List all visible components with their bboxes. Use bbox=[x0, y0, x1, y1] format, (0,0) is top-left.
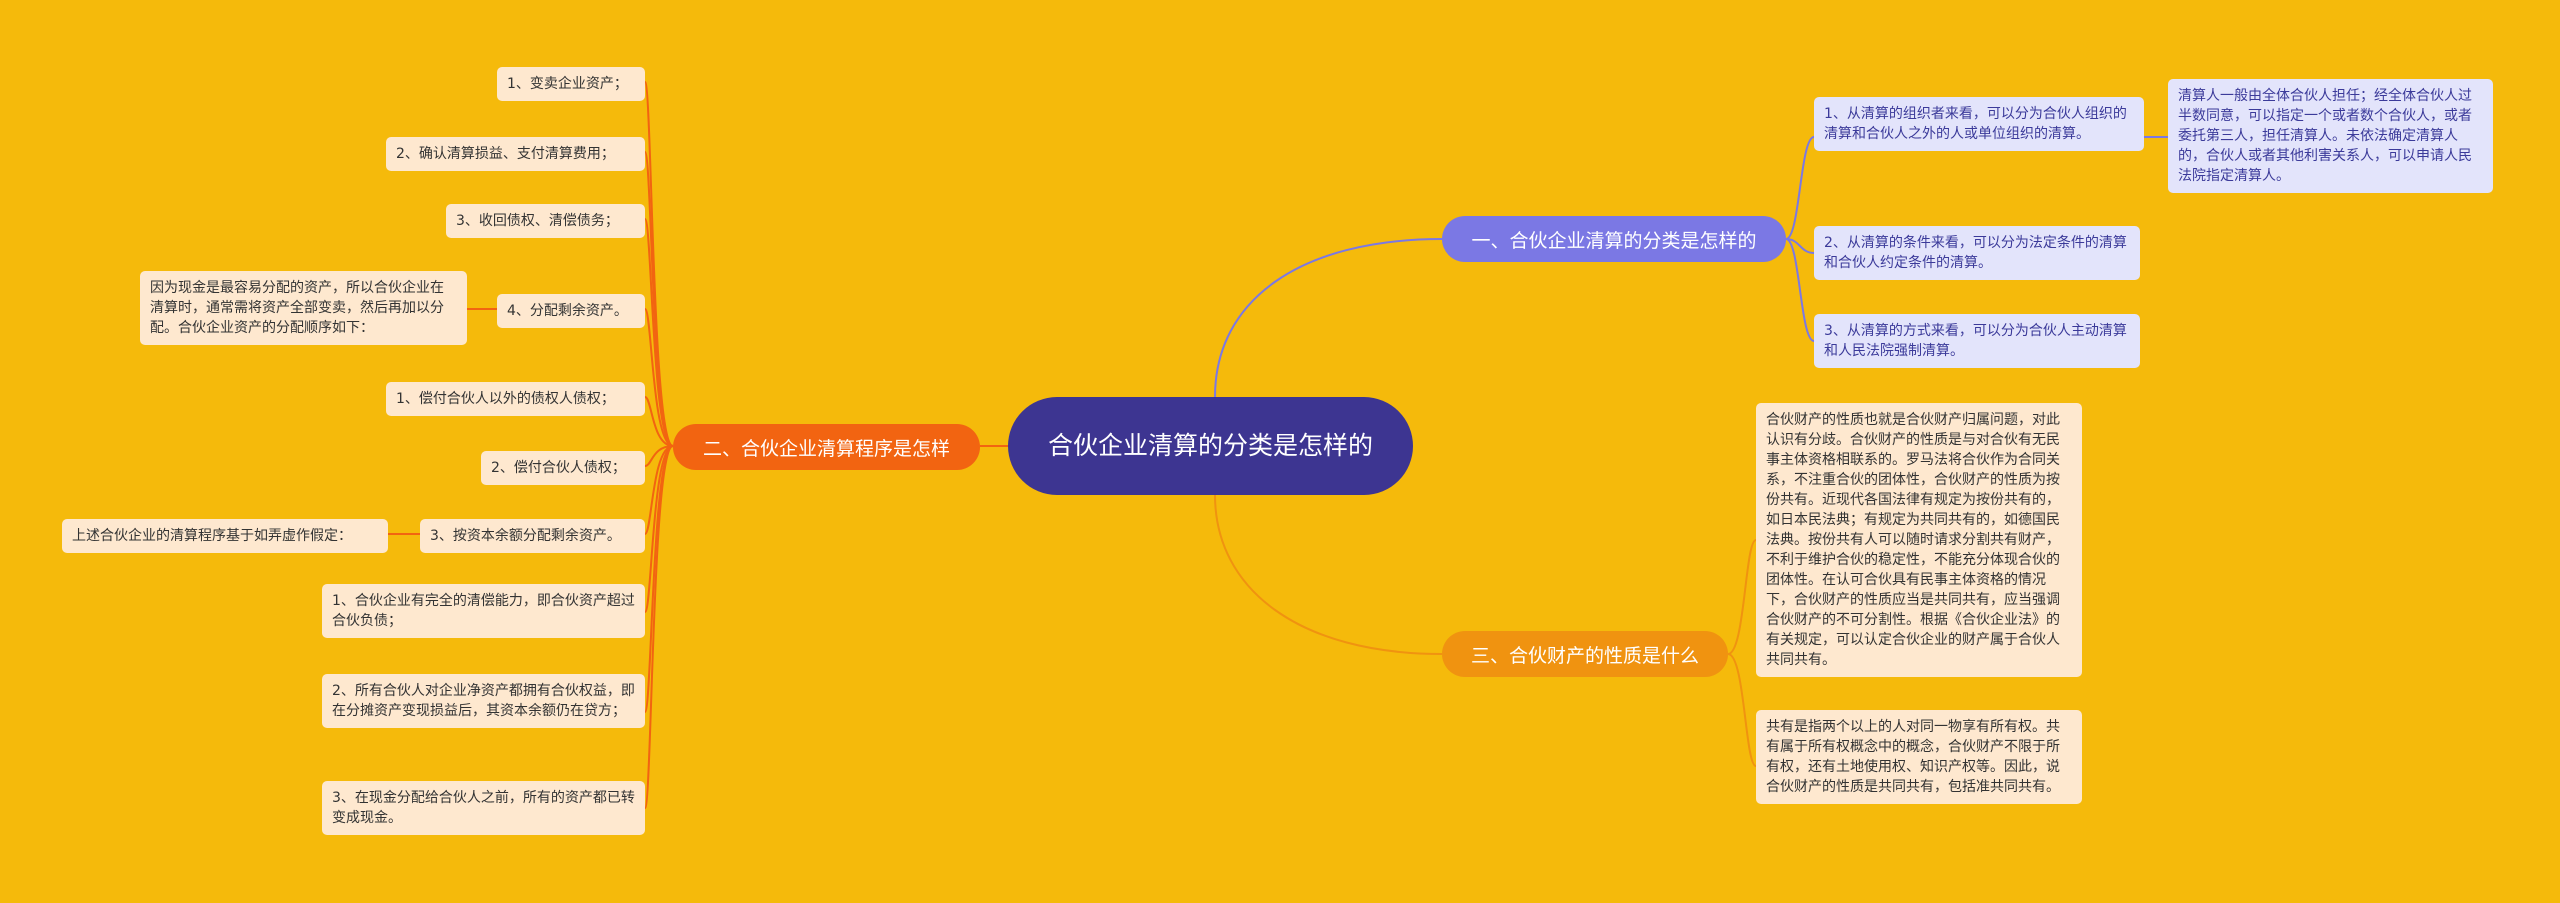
procedure-step-2[interactable]: 2、确认清算损益、支付清算费用； bbox=[386, 137, 645, 171]
classification-item-2[interactable]: 2、从清算的条件来看，可以分为法定条件的清算和合伙人约定条件的清算。 bbox=[1814, 226, 2140, 280]
branch-property-nature[interactable]: 三、合伙财产的性质是什么 bbox=[1442, 631, 1728, 677]
branch-classification[interactable]: 一、合伙企业清算的分类是怎样的 bbox=[1442, 216, 1786, 262]
liquidator-note[interactable]: 清算人一般由全体合伙人担任；经全体合伙人过半数同意，可以指定一个或者数个合伙人，… bbox=[2168, 79, 2493, 193]
property-nature-detail[interactable]: 合伙财产的性质也就是合伙财产归属问题，对此认识有分歧。合伙财产的性质是与对合伙有… bbox=[1756, 403, 2082, 677]
classification-item-1[interactable]: 1、从清算的组织者来看，可以分为合伙人组织的清算和合伙人之外的人或单位组织的清算… bbox=[1814, 97, 2144, 151]
branch-procedure[interactable]: 二、合伙企业清算程序是怎样 bbox=[673, 424, 980, 470]
root-topic[interactable]: 合伙企业清算的分类是怎样的 bbox=[1008, 397, 1413, 495]
assumption-1[interactable]: 1、合伙企业有完全的清偿能力，即合伙资产超过合伙负债； bbox=[322, 584, 645, 638]
distribution-order-2[interactable]: 2、偿付合伙人债权； bbox=[481, 451, 645, 485]
assumption-3[interactable]: 3、在现金分配给合伙人之前，所有的资产都已转变成现金。 bbox=[322, 781, 645, 835]
distribution-order-1[interactable]: 1、偿付合伙人以外的债权人债权； bbox=[386, 382, 645, 416]
procedure-step-1[interactable]: 1、变卖企业资产； bbox=[497, 67, 645, 101]
procedure-step-3[interactable]: 3、收回债权、清偿债务； bbox=[446, 204, 645, 238]
asset-distribution-note[interactable]: 因为现金是最容易分配的资产，所以合伙企业在清算时，通常需将资产全部变卖，然后再加… bbox=[140, 271, 467, 345]
classification-item-3[interactable]: 3、从清算的方式来看，可以分为合伙人主动清算和人民法院强制清算。 bbox=[1814, 314, 2140, 368]
distribution-order-3[interactable]: 3、按资本余额分配剩余资产。 bbox=[420, 519, 645, 553]
assumption-2[interactable]: 2、所有合伙人对企业净资产都拥有合伙权益，即在分摊资产变现损益后，其资本余额仍在… bbox=[322, 674, 645, 728]
co-ownership-detail[interactable]: 共有是指两个以上的人对同一物享有所有权。共有属于所有权概念中的概念，合伙财产不限… bbox=[1756, 710, 2082, 804]
assumption-note[interactable]: 上述合伙企业的清算程序基于如弄虚作假定： bbox=[62, 519, 388, 553]
procedure-step-4[interactable]: 4、分配剩余资产。 bbox=[497, 294, 645, 328]
